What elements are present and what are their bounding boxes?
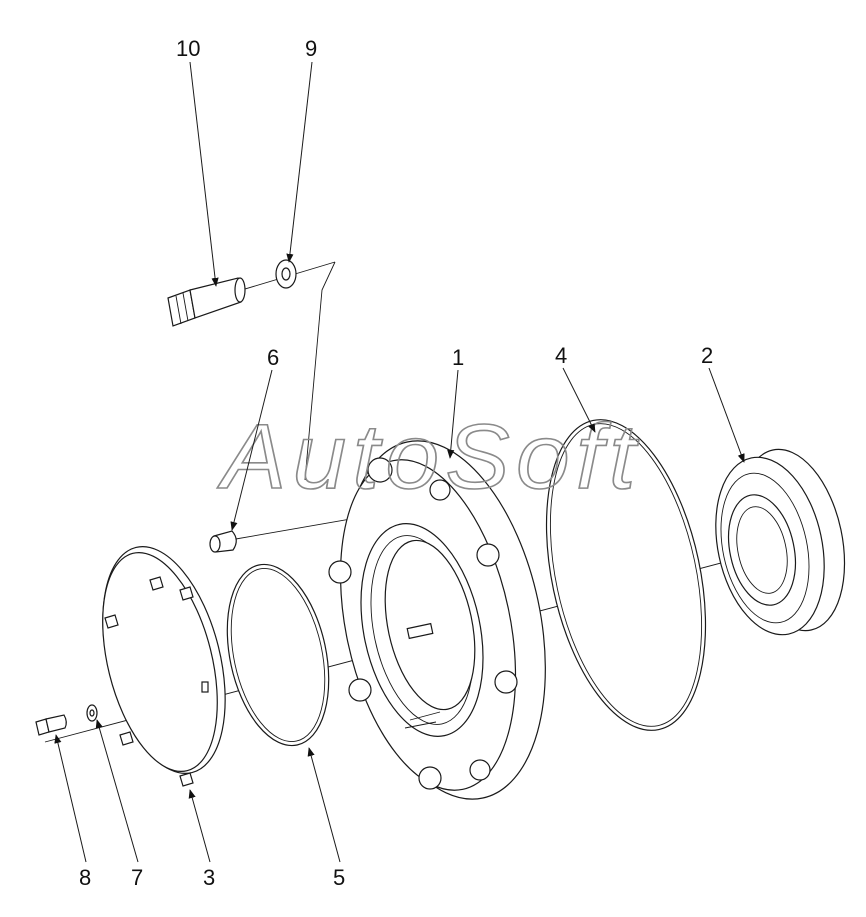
callout-6: 6: [267, 345, 279, 370]
callout-5: 5: [333, 865, 345, 890]
callout-2: 2: [701, 343, 713, 368]
callout-4: 4: [555, 343, 567, 368]
callouts: 10 9 6 1 4 2 8 7 3 5: [79, 36, 713, 890]
part-8-small-bolt: [35, 714, 67, 736]
part-1-housing: [328, 440, 546, 800]
part-7-small-washer: [86, 704, 98, 722]
callout-1: 1: [452, 345, 464, 370]
part-6-plug: [209, 530, 237, 553]
callout-3: 3: [203, 865, 215, 890]
part-3-cover-plate: [102, 546, 226, 787]
part-9-washer: [275, 259, 297, 289]
part-10-bolt: [167, 277, 246, 327]
callout-9: 9: [305, 36, 317, 61]
part-2-seal: [715, 448, 846, 636]
part-5-o-ring: [226, 563, 330, 747]
leader-lines: [54, 61, 745, 863]
callout-7: 7: [131, 865, 143, 890]
watermark: AutoSoft: [217, 406, 642, 508]
callout-8: 8: [79, 865, 91, 890]
callout-10: 10: [176, 36, 200, 61]
